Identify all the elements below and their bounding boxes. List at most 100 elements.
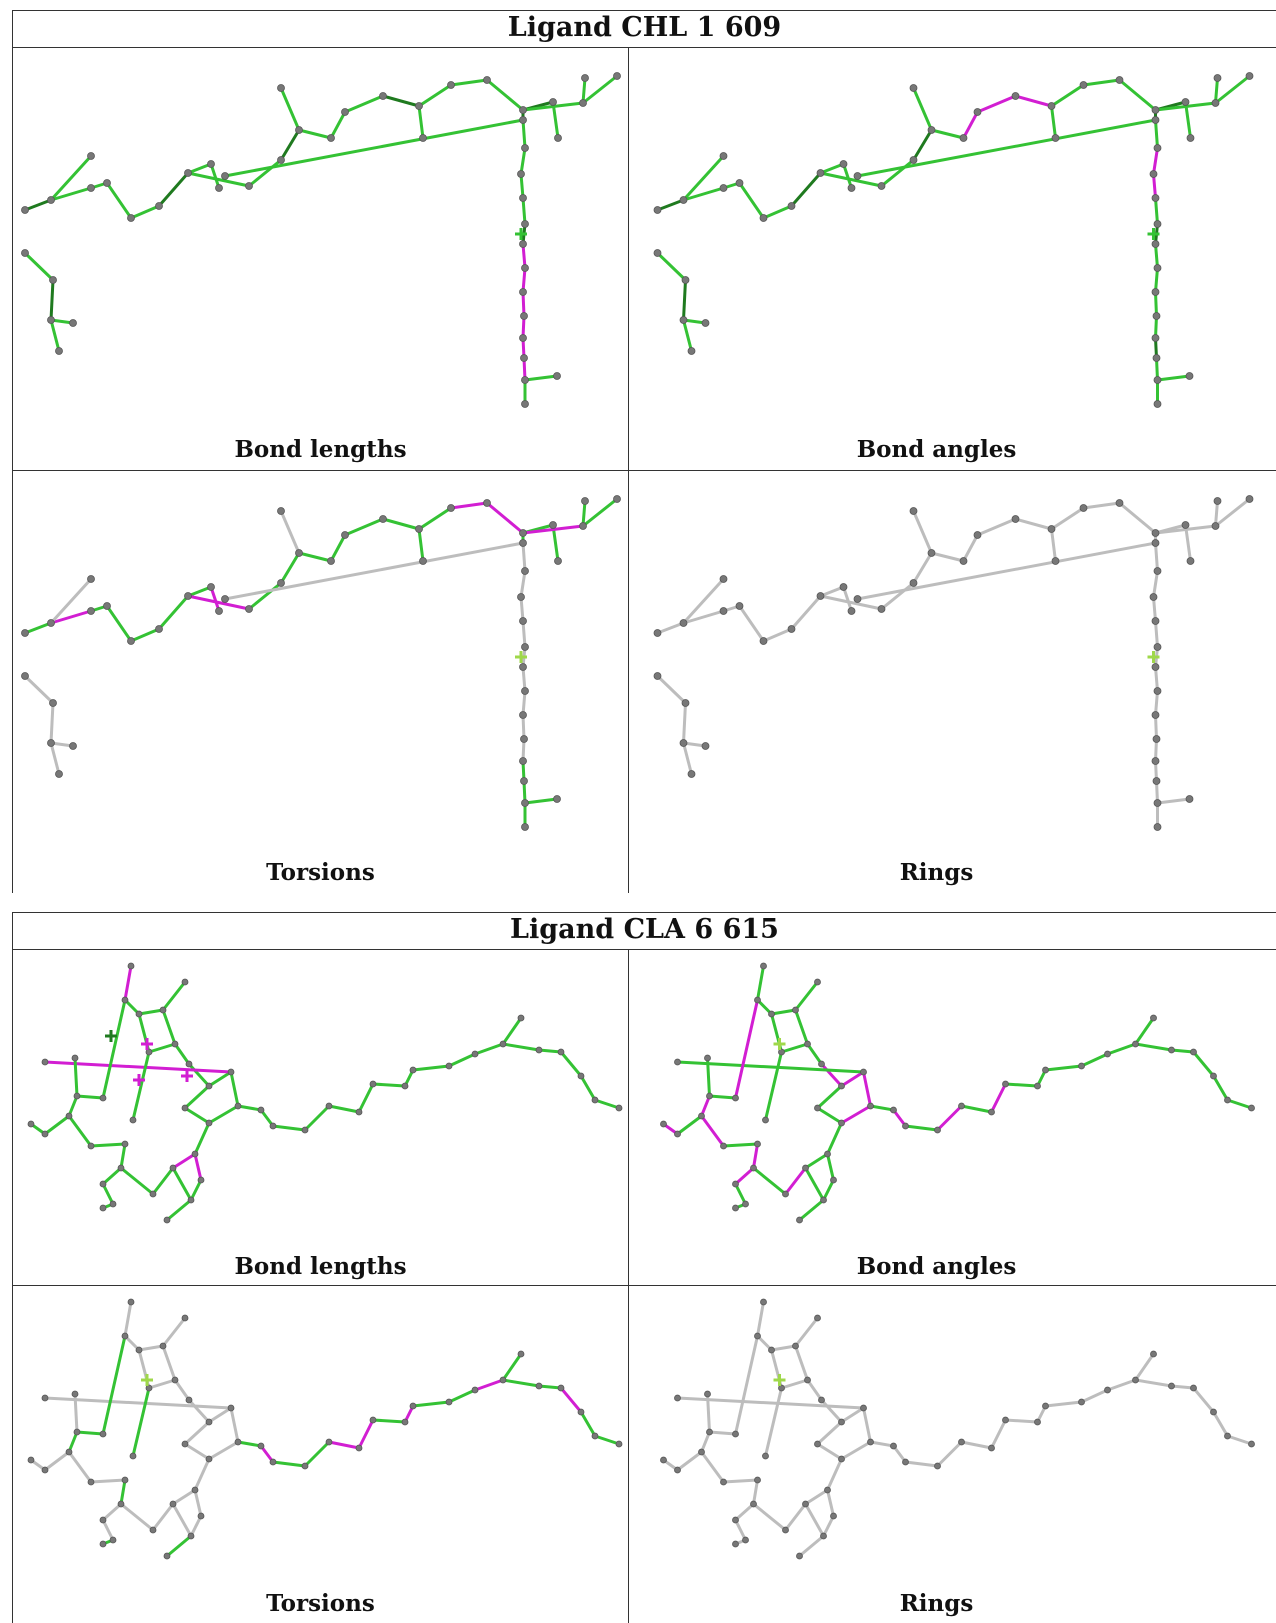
bond bbox=[67, 1094, 79, 1118]
atom bbox=[49, 276, 57, 284]
atom bbox=[185, 1396, 193, 1404]
atom bbox=[732, 1180, 739, 1188]
bond bbox=[171, 1166, 193, 1202]
atom bbox=[109, 1536, 117, 1544]
bond bbox=[1134, 1378, 1173, 1388]
bond bbox=[804, 1488, 829, 1506]
atom bbox=[1152, 777, 1161, 785]
bond bbox=[819, 162, 845, 175]
bond bbox=[822, 1178, 835, 1202]
bond bbox=[962, 533, 979, 563]
bond bbox=[101, 1334, 127, 1436]
bond bbox=[89, 1142, 127, 1148]
bond bbox=[936, 1104, 963, 1132]
ring-centroid-marker bbox=[515, 228, 527, 240]
atom bbox=[1150, 1350, 1157, 1358]
atom bbox=[519, 334, 527, 342]
bond bbox=[784, 1502, 807, 1532]
bond bbox=[43, 1114, 71, 1136]
atom bbox=[21, 249, 29, 257]
atom bbox=[517, 170, 525, 178]
atom bbox=[521, 643, 529, 651]
bond bbox=[371, 1418, 407, 1424]
bond bbox=[990, 1418, 1007, 1450]
bond bbox=[1156, 374, 1191, 382]
bond bbox=[67, 1450, 93, 1484]
atom bbox=[1168, 1382, 1175, 1390]
atom bbox=[171, 1040, 179, 1048]
bond bbox=[523, 797, 559, 805]
atom bbox=[615, 1440, 623, 1448]
bond bbox=[1192, 1050, 1215, 1078]
atom bbox=[519, 711, 527, 719]
atom bbox=[535, 1382, 543, 1390]
bond bbox=[417, 506, 453, 531]
bond bbox=[485, 78, 525, 112]
bond bbox=[1192, 1386, 1215, 1414]
bond bbox=[752, 1166, 787, 1196]
atom bbox=[581, 74, 589, 82]
atom bbox=[720, 1142, 727, 1150]
atom bbox=[99, 1430, 107, 1438]
atom bbox=[127, 1298, 135, 1306]
atom bbox=[87, 1142, 95, 1150]
bond bbox=[229, 1070, 240, 1108]
bond bbox=[49, 701, 55, 745]
atom bbox=[1186, 557, 1195, 565]
bond bbox=[23, 251, 55, 282]
bond bbox=[869, 1104, 895, 1112]
atom bbox=[471, 1386, 479, 1394]
atom bbox=[87, 575, 95, 583]
bond bbox=[862, 1070, 872, 1108]
atom bbox=[103, 602, 111, 610]
bond bbox=[207, 1070, 233, 1088]
molecule-image bbox=[27, 962, 623, 1224]
bond bbox=[521, 290, 526, 318]
atom bbox=[21, 629, 29, 637]
atom bbox=[99, 1180, 107, 1188]
bond bbox=[1212, 1410, 1229, 1438]
bond bbox=[523, 374, 559, 382]
atom bbox=[681, 276, 690, 284]
bond bbox=[762, 627, 793, 643]
atom bbox=[653, 206, 662, 214]
atom bbox=[820, 1532, 827, 1540]
atom bbox=[814, 978, 821, 986]
atom bbox=[117, 1164, 125, 1172]
atom bbox=[1047, 102, 1056, 110]
bond bbox=[706, 1056, 711, 1098]
atom bbox=[519, 288, 527, 296]
bond bbox=[521, 242, 527, 270]
bond bbox=[1080, 1388, 1109, 1404]
atom bbox=[1047, 525, 1056, 533]
atom bbox=[221, 595, 229, 603]
atom bbox=[613, 495, 621, 503]
atom bbox=[221, 172, 229, 180]
atom bbox=[1153, 643, 1162, 651]
atom bbox=[135, 1346, 143, 1354]
atom bbox=[732, 1540, 739, 1548]
atom bbox=[860, 1068, 867, 1076]
atom bbox=[1034, 1082, 1041, 1090]
bond bbox=[804, 1502, 825, 1538]
panel-torsions: Torsions bbox=[13, 471, 628, 893]
bond bbox=[762, 204, 793, 220]
atom bbox=[1186, 134, 1195, 142]
atom bbox=[47, 739, 55, 747]
atom bbox=[934, 1462, 941, 1470]
bond bbox=[756, 1300, 765, 1338]
atom bbox=[49, 699, 57, 707]
atom bbox=[742, 1536, 749, 1544]
bond bbox=[101, 1166, 123, 1186]
bond bbox=[186, 162, 213, 175]
bond bbox=[1170, 1384, 1195, 1390]
bond bbox=[521, 619, 527, 649]
bond bbox=[930, 128, 965, 140]
bond bbox=[101, 1182, 115, 1206]
atom bbox=[521, 799, 529, 807]
bond bbox=[976, 517, 1017, 537]
atom bbox=[127, 214, 135, 222]
atom bbox=[762, 1116, 769, 1124]
bond bbox=[676, 1060, 865, 1074]
atom bbox=[1104, 1050, 1111, 1058]
